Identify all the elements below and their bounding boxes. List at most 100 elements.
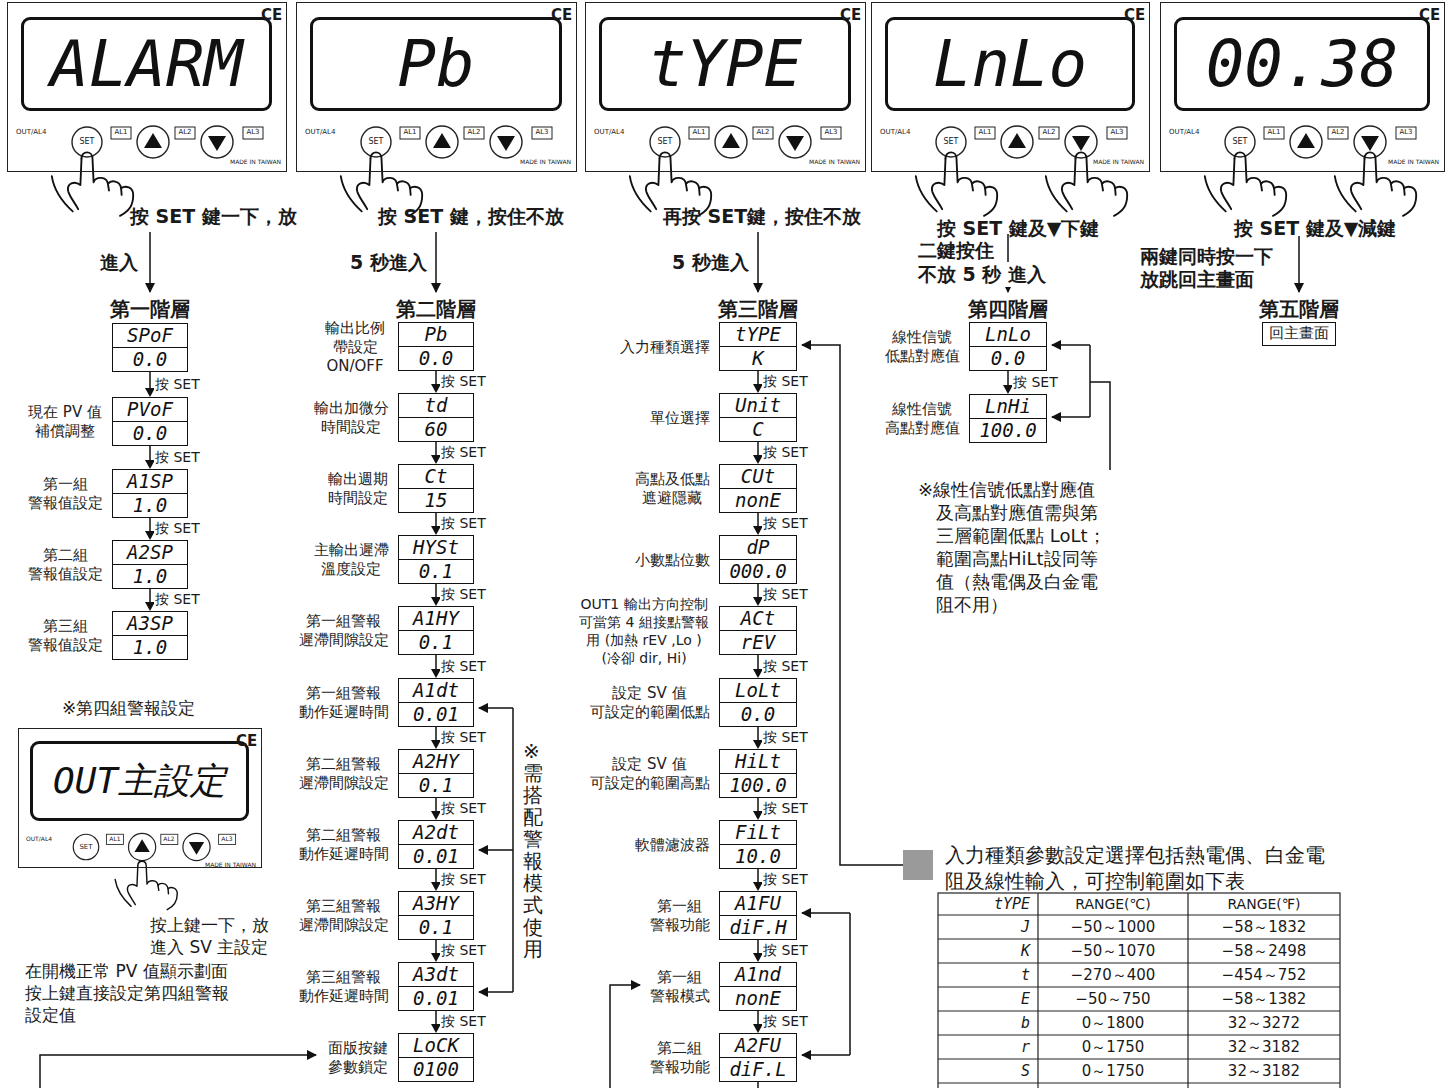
panel-label: OUT/AL4 [880, 128, 910, 137]
panel-label: OUT/AL4 [26, 835, 52, 843]
parameter-code: dP [720, 536, 796, 560]
arrow-line [149, 446, 151, 460]
panel-label: AL1 [1267, 128, 1280, 137]
edge-label: 按 SET [154, 520, 201, 537]
button-row [73, 833, 235, 860]
parameter-code: A1nd [720, 963, 796, 987]
panel-label: MADE IN TAIWAN [520, 158, 571, 166]
parameter-description: 線性信號 低點對應值 [882, 328, 962, 366]
parameter-box: 第一組警報 動作延遲時間A1dt0.01 [398, 678, 474, 727]
table-cell: 32～3182 [1228, 1062, 1300, 1080]
panel-label: AL1 [114, 128, 127, 137]
edge-label: 按 SET [440, 800, 487, 817]
parameter-description: 第一組 警報值設定 [25, 475, 105, 513]
button-row [361, 126, 552, 158]
table-cell: K [1021, 942, 1030, 960]
panel-label: CE [236, 731, 257, 751]
panel-label: CE [840, 5, 861, 25]
table-cell: −50～1000 [1071, 918, 1156, 936]
note-heading: ※第四組警報設定 [62, 697, 195, 719]
parameter-box: 第二組 警報功能A2FUdiF.L [719, 1033, 797, 1082]
note-text: 在開機正常 PV 值顯示劃面 按上鍵直接設定第四組警報 設定值 [25, 960, 240, 1026]
panel-label: AL1 [403, 128, 416, 137]
arrow-line [149, 589, 151, 602]
instruction-text: 按上鍵一下，放 進入 SV 主設定 [150, 914, 285, 958]
parameter-code: A2SP [113, 541, 187, 565]
button-row [1225, 126, 1416, 158]
hand-icon [52, 152, 133, 215]
arrow-line [757, 798, 759, 811]
parameter-box: 現在 PV 值 補償調整PVoF0.0 [112, 397, 188, 446]
parameter-value: 0.01 [399, 845, 473, 868]
instruction-text: 二鍵按住 [918, 238, 994, 263]
parameter-box: 第一組 警報值設定A1SP1.0 [112, 469, 188, 518]
parameter-code: A3SP [113, 612, 187, 636]
hand-icon [916, 152, 997, 215]
parameter-code: LoCK [399, 1034, 473, 1058]
panel-label: AL3 [246, 128, 259, 137]
arrow-line [1007, 371, 1009, 385]
instruction-text: 再按 SET鍵，按住不放 [663, 204, 861, 229]
parameter-code: Pb [399, 323, 473, 347]
parameter-description: 第二組警報 動作延遲時間 [296, 826, 391, 864]
parameter-code: A3HY [399, 892, 473, 916]
panel-label: MADE IN TAIWAN [205, 861, 256, 869]
controller-panel: OUT主設定 [18, 728, 262, 868]
parameter-description: 輸出週期 時間設定 [325, 470, 391, 508]
note-marker [903, 850, 933, 880]
arrow-line [757, 513, 759, 526]
table-cell: −58～2498 [1222, 942, 1307, 960]
parameter-box: SPoF0.0 [112, 323, 188, 372]
arrow-line [435, 513, 437, 526]
panel-label: AL3 [1399, 128, 1412, 137]
controller-panel: Pb [296, 2, 577, 172]
parameter-value: 15 [399, 489, 473, 512]
lcd-display: ALARM [21, 17, 272, 111]
parameter-box: 第一組警報 遲滯間隙設定A1HY0.1 [398, 606, 474, 655]
panel-label: CE [261, 5, 282, 25]
arrow-line [435, 869, 437, 882]
edge-label: 按 SET [1012, 374, 1059, 391]
parameter-box: 面版按鍵 參數鎖定LoCK0100 [398, 1033, 474, 1082]
parameter-box: 高點及低點 遮避隱藏CUtnonE [719, 464, 797, 513]
parameter-description: 軟體濾波器 [632, 835, 712, 854]
panel-label: CE [1124, 5, 1145, 25]
parameter-box: 線性信號 高點對應值LnHi100.0 [969, 394, 1047, 443]
parameter-code: FiLt [720, 821, 796, 845]
lcd-display: OUT主設定 [30, 741, 249, 821]
edge-label: 按 SET [762, 515, 809, 532]
panel-label: AL3 [1110, 128, 1123, 137]
parameter-description: 第三組警報 動作延遲時間 [296, 968, 391, 1006]
parameter-code: A1FU [720, 892, 796, 916]
parameter-value: 100.0 [970, 419, 1046, 442]
parameter-box: 第三組警報 遲滯間隙設定A3HY0.1 [398, 891, 474, 940]
parameter-value: 0.1 [399, 916, 473, 939]
parameter-code: LnLo [970, 323, 1046, 347]
parameter-description: 高點及低點 遮避隱藏 [632, 470, 712, 508]
arrow-line [435, 655, 437, 669]
parameter-description: 第一組警報 遲滯間隙設定 [296, 612, 391, 650]
edge-label: 按 SET [762, 658, 809, 675]
parameter-description: 輸出加微分 時間設定 [311, 399, 391, 437]
table-cell: b [1021, 1014, 1030, 1032]
hand-icon [115, 861, 177, 909]
table-cell: 32～3272 [1228, 1014, 1300, 1032]
parameter-description: 設定 SV 值 可設定的範圍低點 [587, 684, 712, 722]
parameter-value: 0.0 [113, 422, 187, 445]
parameter-value: 100.0 [720, 774, 796, 797]
panel-label: AL3 [535, 128, 548, 137]
parameter-value: 10.0 [720, 845, 796, 868]
parameter-description: 第三組警報 遲滯間隙設定 [296, 897, 391, 935]
lcd-display: LnLo [885, 17, 1135, 111]
parameter-description: 第二組警報 遲滯間隙設定 [296, 755, 391, 793]
edge-label: 按 SET [762, 942, 809, 959]
parameter-code: ACt [720, 607, 796, 631]
parameter-box: 輸出加微分 時間設定td60 [398, 393, 474, 442]
parameter-description: 面版按鍵 參數鎖定 [325, 1039, 391, 1077]
parameter-box: 小數點位數dP000.0 [719, 535, 797, 584]
instruction-text: 5 秒進入 [350, 250, 427, 275]
parameter-value: 0.0 [970, 347, 1046, 370]
parameter-box: 入力種類選擇tYPEK [719, 322, 797, 371]
edge-label: 按 SET [440, 515, 487, 532]
parameter-description: 第一組警報 動作延遲時間 [296, 684, 391, 722]
